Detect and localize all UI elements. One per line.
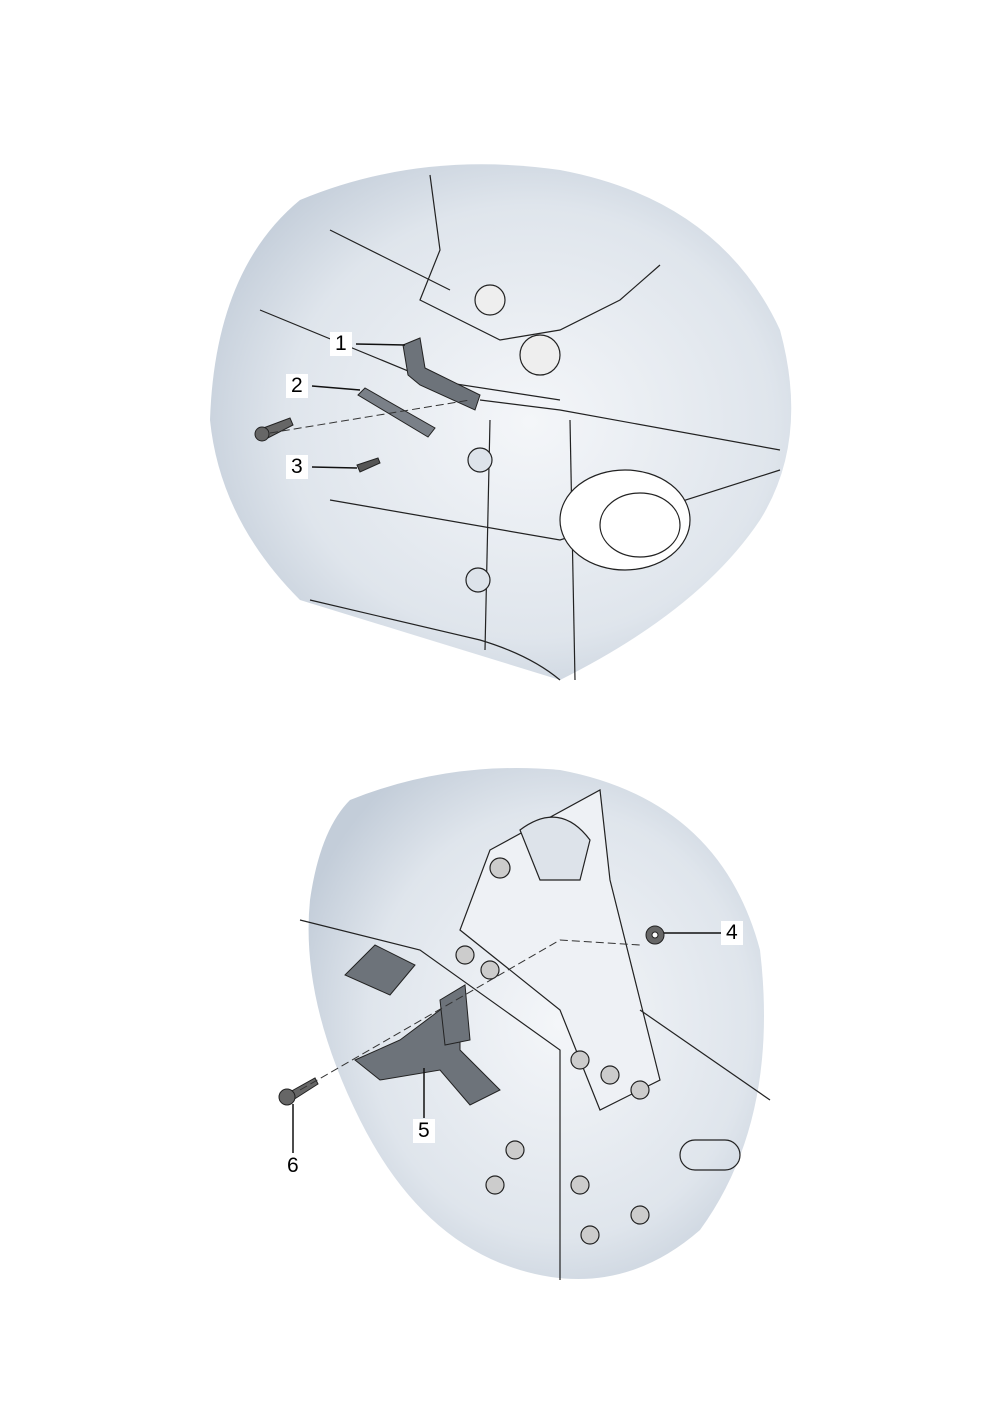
lower-assembly-illustration <box>278 768 771 1280</box>
callout-6[interactable]: 6 <box>282 1154 304 1178</box>
callout-3[interactable]: 3 <box>286 455 308 479</box>
part-4 <box>645 925 665 945</box>
bolt-upper <box>254 417 294 442</box>
callout-4[interactable]: 4 <box>721 921 743 945</box>
part-1 <box>402 337 481 411</box>
leader-lines <box>292 343 722 1153</box>
part-3 <box>356 457 381 473</box>
part-6 <box>278 1077 319 1106</box>
callout-2[interactable]: 2 <box>286 374 308 398</box>
callout-5[interactable]: 5 <box>413 1119 435 1143</box>
part-2 <box>357 387 436 438</box>
part-5 <box>344 944 501 1106</box>
upper-assembly-illustration <box>210 164 792 681</box>
callout-1[interactable]: 1 <box>330 332 352 356</box>
